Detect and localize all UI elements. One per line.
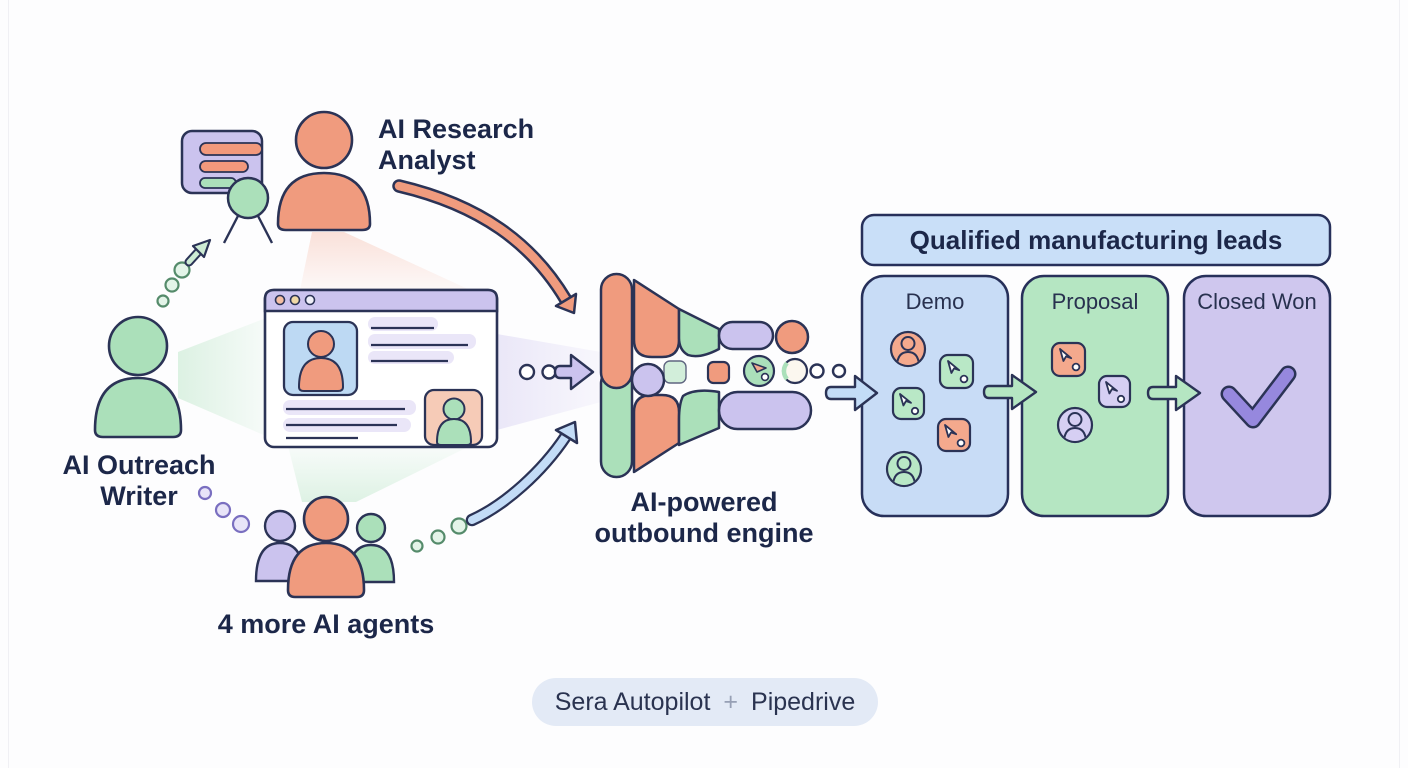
pipeline-header-box xyxy=(860,213,1332,267)
proposal-items xyxy=(1050,341,1132,444)
arrow-engine-to-demo-icon xyxy=(824,374,879,412)
window-dot-icon xyxy=(289,294,301,306)
column-label-closed-won: Closed Won xyxy=(1197,289,1317,314)
trail-writer-to-agents xyxy=(197,485,251,534)
profile-photo-card-orange xyxy=(423,388,484,447)
check-icon xyxy=(1220,365,1297,429)
cursor-chip-green-icon xyxy=(938,353,975,390)
cursor-chip-green-icon xyxy=(891,386,926,421)
footer-product-name: Sera Autopilot xyxy=(554,687,711,716)
funnel-items xyxy=(663,354,809,388)
avatar-green-icon xyxy=(885,450,923,488)
arrow-up-icon xyxy=(184,238,212,267)
research-analyst-person-icon xyxy=(276,110,372,232)
cursor-chip-purple-icon xyxy=(1097,374,1132,409)
profile-text-lines xyxy=(283,317,476,440)
profile-photo-card-blue xyxy=(282,320,359,397)
trail-engine-to-pipeline xyxy=(809,363,847,379)
arrow-proposal-to-closedwon-icon xyxy=(1146,374,1202,412)
arrow-agents-to-engine xyxy=(465,420,579,527)
arrow-right-icon xyxy=(553,353,595,391)
funnel-icon xyxy=(599,272,813,479)
research-analyst-label: AI Research Analyst xyxy=(378,114,535,175)
outreach-writer-label: AI Outreach Writer xyxy=(62,450,216,511)
people-group-icon xyxy=(254,495,396,599)
arrow-demo-to-proposal-icon xyxy=(982,373,1038,411)
certificate-badge-icon xyxy=(180,129,274,244)
footer-partner-name: Pipedrive xyxy=(751,687,856,716)
right-edge-divider xyxy=(1399,0,1400,768)
engine-label: AI-powered outbound engine xyxy=(594,487,814,548)
arrow-analyst-to-engine xyxy=(392,179,578,315)
window-dot-icon xyxy=(274,294,286,306)
avatar-orange-icon xyxy=(889,330,927,368)
avatar-purple-icon xyxy=(1056,406,1094,444)
more-agents-label: 4 more AI agents xyxy=(217,609,435,639)
trail-card-to-engine xyxy=(518,353,595,391)
window-dot-icon xyxy=(304,294,316,306)
demo-items xyxy=(885,330,975,488)
trail-writer-to-certificate xyxy=(156,238,212,308)
cursor-circle-icon xyxy=(742,354,776,388)
plus-icon: + xyxy=(723,687,739,716)
column-label-proposal: Proposal xyxy=(1051,289,1139,314)
cursor-chip-orange-icon xyxy=(936,417,972,453)
column-label-demo: Demo xyxy=(905,289,965,314)
browser-profile-card-icon xyxy=(263,288,499,449)
footer-badge: Sera Autopilot + Pipedrive xyxy=(532,678,878,726)
left-edge-divider xyxy=(8,0,9,768)
trail-agents-to-engine xyxy=(410,517,468,553)
outreach-writer-person-icon xyxy=(93,315,183,439)
cursor-chip-orange-icon xyxy=(1050,341,1087,378)
light-beams xyxy=(178,232,601,502)
pipeline-header-label: Qualified manufacturing leads xyxy=(909,224,1283,255)
